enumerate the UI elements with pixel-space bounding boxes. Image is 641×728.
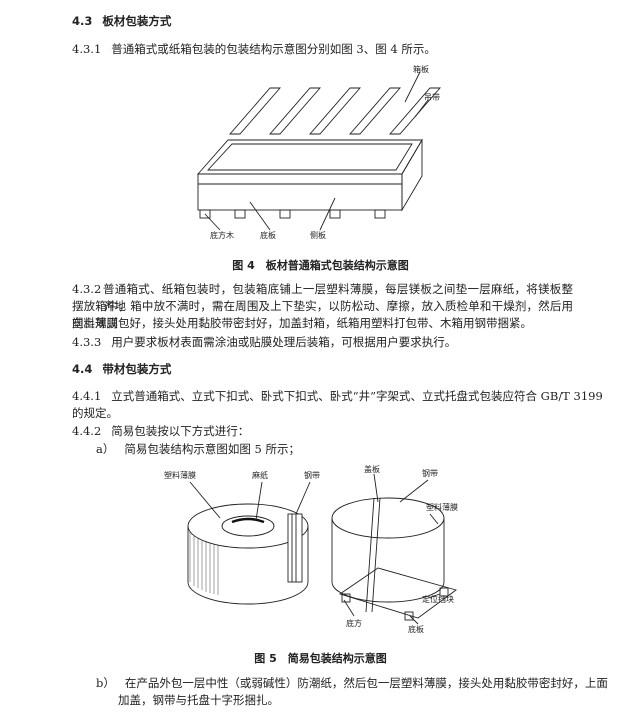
label-pallet: 底板 <box>408 624 424 634</box>
label-cover: 箱板 <box>413 64 429 74</box>
figure-5-drawing: 塑料薄膜 麻纸 钢带 盖板 钢带 塑料薄膜 底方 底板 定位挡块 <box>164 464 458 634</box>
label-side-board: 侧板 <box>310 230 326 240</box>
label-plastic-film-2: 塑料薄膜 <box>426 502 458 512</box>
clause-4-3-2-line3: 向上规则包好，接头处用黏胶带密封好，加盖封箱，纸箱用塑料打包带、木箱用钢带捆紧。 <box>72 316 532 330</box>
clause-number: 4.4.2 <box>72 424 102 438</box>
label-support: 底方 <box>346 618 362 628</box>
section-number: 4.4 <box>72 362 93 376</box>
section-heading-4-3: 4.3 板材包装方式 <box>72 13 171 29</box>
clause-number: 4.4.1 <box>72 389 102 403</box>
label-bottom-support: 底方木 <box>210 230 234 240</box>
section-title: 带材包装方式 <box>102 362 172 376</box>
list-marker: b） <box>96 676 115 690</box>
label-plastic-film: 塑料薄膜 <box>164 470 196 480</box>
list-item-a: a） 简易包装结构示意图如图 5 所示； <box>96 441 300 457</box>
top-slats <box>229 87 441 135</box>
clause-4-3-2-line1: 普通箱式、纸箱包装时，包装箱底铺上一层塑料薄膜，每层镁板之间垫一层麻纸，将镁板整… <box>103 282 573 313</box>
label-fixing-block: 定位挡块 <box>422 594 454 604</box>
clause-4-4-1-line2: 的规定。 <box>72 406 118 420</box>
list-item-b-line2: 加盖，钢带与托盘十字形捆扎。 <box>118 693 279 707</box>
clause-text: 立式普通箱式、立式下扣式、卧式下扣式、卧式“井”字架式、立式托盘式包装应符合 G… <box>111 389 603 403</box>
clause-text: 简易包装按以下方式进行： <box>111 424 250 438</box>
list-text: 简易包装结构示意图如图 5 所示； <box>124 442 300 456</box>
box-side <box>401 138 423 212</box>
list-text: 在产品外包一层中性（或弱碱性）防潮纸，然后包一层塑料薄膜，接头处用黏胶带密封好，… <box>124 676 608 690</box>
clause-4-4-1-line1: 4.4.1 立式普通箱式、立式下扣式、卧式下扣式、卧式“井”字架式、立式托盘式包装… <box>72 388 603 404</box>
label-steel-strap: 钢带 <box>304 470 320 480</box>
clause-number: 4.3.3 <box>72 335 102 349</box>
section-number: 4.3 <box>72 14 93 28</box>
clause-text: 用户要求板材表面需涂油或贴膜处理后装箱，可根据用户要求执行。 <box>111 335 457 349</box>
pallet-package-drawing <box>331 497 458 621</box>
clause-4-3-2-line2: 摆放箱中，箱中放不满时，需在周围及上下垫实，以防松动、摩擦，放入质检单和干燥剂，… <box>72 299 573 330</box>
coil-drawing <box>187 503 309 605</box>
label-linen-paper: 麻纸 <box>252 470 268 480</box>
box-top <box>197 139 423 175</box>
clause-4-4-2: 4.4.2 简易包装按以下方式进行： <box>72 423 249 439</box>
figure-4-caption: 图 4 板材普通箱式包装结构示意图 <box>232 259 409 272</box>
clause-4-3-1: 4.3.1 普通箱式或纸箱包装的包装结构示意图分别如图 3、图 4 所示。 <box>72 41 436 57</box>
label-strap: 吊带 <box>424 93 440 102</box>
label-strap: 钢带 <box>422 468 438 478</box>
list-marker: a） <box>96 442 115 456</box>
figure-5-caption: 图 5 简易包装结构示意图 <box>254 652 387 665</box>
clause-4-3-2-number: 4.3.2 <box>72 281 101 297</box>
label-top-board: 盖板 <box>364 464 380 474</box>
section-title: 板材包装方式 <box>102 14 172 28</box>
figure-4-drawing: 箱板 吊带 底方木 底板 侧板 <box>197 64 441 240</box>
list-item-b-line1: b） 在产品外包一层中性（或弱碱性）防潮纸，然后包一层塑料薄膜，接头处用黏胶带密封… <box>96 675 608 691</box>
clause-4-3-3: 4.3.3 用户要求板材表面需涂油或贴膜处理后装箱，可根据用户要求执行。 <box>72 334 456 350</box>
clause-text: 普通箱式或纸箱包装的包装结构示意图分别如图 3、图 4 所示。 <box>111 42 436 56</box>
label-bottom-board: 底板 <box>260 230 276 240</box>
clause-number: 4.3.1 <box>72 42 102 56</box>
box-front <box>197 173 403 211</box>
section-heading-4-4: 4.4 带材包装方式 <box>72 361 171 377</box>
clause-number: 4.3.2 <box>72 282 102 296</box>
